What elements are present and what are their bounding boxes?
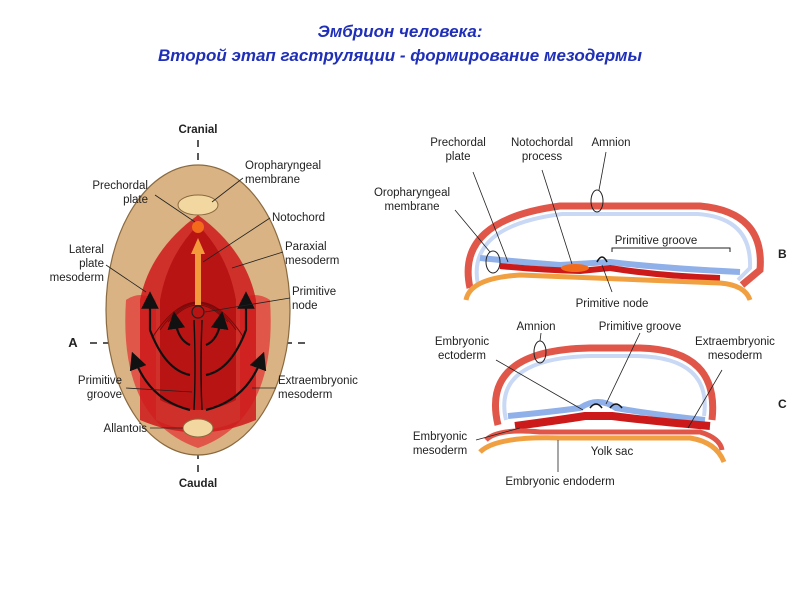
label-primitive-groove-c: Primitive groove [599, 321, 681, 333]
label-paraxial-2: mesoderm [285, 255, 339, 267]
label-notochord: Notochord [272, 212, 325, 224]
figure-b: Prechordal plate Notochordal process Amn… [374, 137, 787, 310]
leader-oropharyngeal-b [454, 209, 491, 253]
label-prechordal-plate-1: Prechordal [92, 180, 148, 192]
amnion-inner-c [502, 354, 707, 421]
primitive-streak [193, 319, 203, 411]
label-embryonic-endoderm: Embryonic endoderm [505, 476, 614, 488]
label-primitive-node-b: Primitive node [576, 298, 649, 310]
label-embryonic-mesoderm-1: Embryonic [413, 431, 468, 443]
label-yolk-sac: Yolk sac [591, 446, 634, 458]
allantois-shape [182, 418, 214, 438]
label-primitive-node-2: node [292, 300, 318, 312]
label-primitive-groove-a-2: groove [87, 389, 122, 401]
figure-a: Cranial Caudal A Prechordal plate Oropha… [50, 124, 358, 490]
label-caudal: Caudal [179, 478, 217, 490]
primitive-groove-c-mark [589, 403, 623, 409]
primitive-groove-bracket [611, 247, 731, 252]
amnion-outer-c [491, 344, 717, 426]
oropharyngeal-circle-b [485, 250, 501, 274]
title-line-1: Эмбрион человека: [317, 22, 483, 41]
label-extraembryonic-c-1: Extraembryonic [695, 336, 775, 348]
amnion-circle-b [590, 189, 604, 213]
amnion-outer-b [464, 202, 764, 289]
label-embryonic-mesoderm-2: mesoderm [413, 445, 467, 457]
figure-c: Embryonic ectoderm Amnion Primitive groo… [413, 321, 787, 488]
primitive-node-mark [191, 305, 205, 319]
label-section-b: B [778, 247, 787, 261]
label-cranial: Cranial [179, 124, 218, 136]
label-primitive-groove-a-1: Primitive [78, 375, 122, 387]
label-embryonic-ectoderm-1: Embryonic [435, 336, 490, 348]
leader-extraembryonic-c [687, 369, 723, 429]
label-primitive-groove-b: Primitive groove [615, 235, 697, 247]
label-allantois: Allantois [104, 423, 148, 435]
ectoderm-c [507, 399, 706, 423]
leader-amnion-c [539, 332, 542, 342]
mesoderm-c [514, 412, 711, 430]
label-paraxial-1: Paraxial [285, 241, 327, 253]
label-oropharyngeal-b-2: membrane [385, 201, 440, 213]
label-extraembryonic-c-2: mesoderm [708, 350, 762, 362]
label-extraembryonic-a-2: mesoderm [278, 389, 332, 401]
leader-notochord [202, 217, 271, 263]
leader-prechordal-b [472, 171, 509, 263]
label-embryonic-ectoderm-2: ectoderm [438, 350, 486, 362]
primitive-node-b-mark [596, 256, 608, 263]
leader-primitive-groove-c [605, 332, 641, 405]
prechordal-plate-shape [192, 221, 204, 233]
leader-embryonic-ectoderm [495, 359, 584, 411]
leader-notochordal-process [541, 169, 573, 265]
leader-paraxial [231, 251, 284, 269]
leader-primitive-node-b [601, 264, 613, 293]
leader-prechordal [154, 194, 196, 223]
leader-oropharyngeal [211, 177, 244, 203]
label-primitive-node-1: Primitive [292, 286, 336, 298]
label-prechordal-b-1: Prechordal [430, 137, 486, 149]
oropharyngeal-membrane-shape [177, 194, 219, 216]
label-section-a: A [68, 335, 78, 350]
notochordal-process-shape [561, 264, 589, 272]
label-prechordal-plate-2: plate [123, 194, 148, 206]
endoderm-c [478, 435, 727, 464]
label-notochordal-1: Notochordal [511, 137, 573, 149]
leader-lateral-plate [105, 264, 147, 293]
label-notochordal-2: process [522, 151, 563, 163]
mesoderm-b [499, 263, 721, 281]
label-lateral-1: Lateral [69, 244, 104, 256]
label-oropharyngeal-b-1: Oropharyngeal [374, 187, 450, 199]
leader-embryonic-mesoderm [475, 427, 521, 441]
amnion-inner-b [474, 212, 753, 286]
label-lateral-3: mesoderm [50, 272, 104, 284]
notochord-arrowhead [191, 238, 205, 254]
migration-arrows [129, 291, 267, 412]
label-amnion-c: Amnion [517, 321, 556, 333]
leader-primitive-groove [125, 387, 193, 393]
title-line-2: Второй этап гаструляции - формирование м… [158, 46, 642, 65]
leader-primitive-node [204, 297, 291, 313]
label-oropharyngeal-1: Oropharyngeal [245, 160, 321, 172]
notochord-bar [195, 250, 201, 305]
label-amnion-b: Amnion [592, 137, 631, 149]
label-section-c: C [778, 397, 787, 411]
label-extraembryonic-a-1: Extraembryonic [278, 375, 358, 387]
label-lateral-2: plate [79, 258, 104, 270]
endoderm-b [463, 272, 753, 301]
label-prechordal-b-2: plate [446, 151, 471, 163]
ectoderm-b [479, 255, 741, 275]
label-oropharyngeal-2: membrane [245, 174, 300, 186]
leader-amnion-b [598, 151, 607, 191]
